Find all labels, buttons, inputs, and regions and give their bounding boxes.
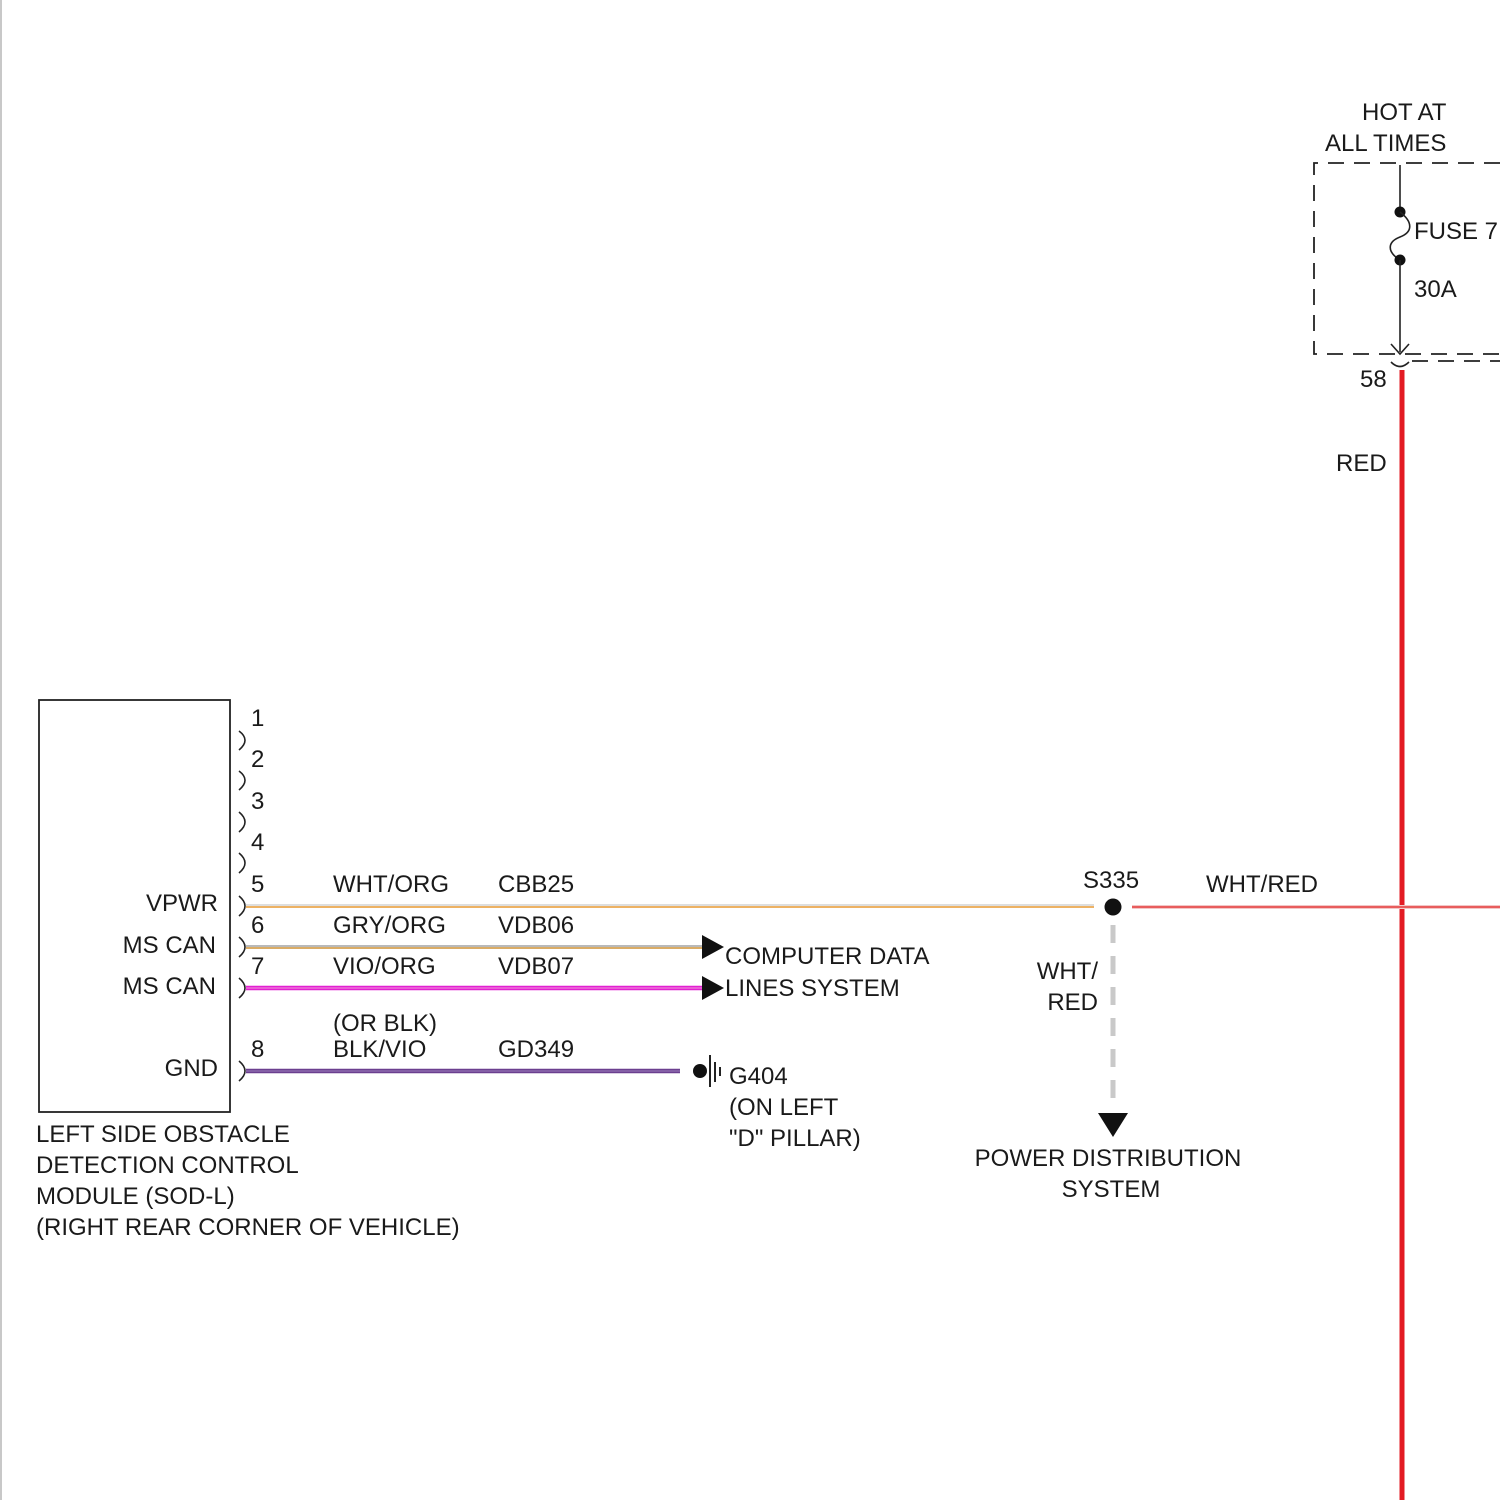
pin-number-8: 8 (251, 1036, 264, 1063)
module-name-line1: LEFT SIDE OBSTACLE (36, 1121, 290, 1148)
splice-dot (1105, 899, 1122, 916)
module-name-line2: DETECTION CONTROL (36, 1152, 299, 1179)
pin-7-bracket (239, 978, 245, 998)
pin-number-3: 3 (251, 788, 264, 815)
pin-8-circuit-id: GD349 (498, 1036, 574, 1063)
pin-function-vpwr: VPWR (146, 890, 218, 917)
pin-function-ms-can-2: MS CAN (123, 973, 216, 1000)
module-name-line3: MODULE (SOD-L) (36, 1183, 235, 1210)
splice-s335: S335 WHT/RED WHT/ RED (1037, 867, 1500, 1137)
pin-function-ms-can-1: MS CAN (123, 932, 216, 959)
pin-1-bracket (239, 731, 245, 750)
pin-4-bracket (239, 853, 245, 873)
power-distribution-line1: POWER DISTRIBUTION (975, 1145, 1242, 1172)
power-distribution-line2: SYSTEM (1062, 1176, 1161, 1203)
pin-5-wire-color: WHT/ORG (333, 871, 449, 898)
pin-7-arrow (702, 976, 724, 1000)
pin-8-wire-alt-color: (OR BLK) (333, 1010, 437, 1037)
pin-6-arrow (702, 935, 724, 959)
pin-7-circuit: VIO/ORG VDB07 (246, 953, 724, 1000)
pin-number-4: 4 (251, 829, 264, 856)
pin-8-circuit: (OR BLK) BLK/VIO GD349 (246, 1010, 680, 1071)
pin-number-1: 1 (251, 705, 264, 732)
pin-8-bracket (239, 1061, 245, 1081)
fuse-box: HOT AT ALL TIMES FUSE 7 30A 58 (1314, 99, 1500, 393)
pin-3-bracket (239, 812, 245, 832)
module-name-line4: (RIGHT REAR CORNER OF VEHICLE) (36, 1214, 460, 1241)
fuse-symbol (1390, 212, 1410, 260)
pin-6-wire-color: GRY/ORG (333, 912, 446, 939)
pin-number-5: 5 (251, 871, 264, 898)
splice-right-wire-color: WHT/RED (1206, 871, 1318, 898)
computer-data-lines-line1: COMPUTER DATA (725, 943, 929, 970)
pin-number-7: 7 (251, 953, 264, 980)
pin-6-circuit: GRY/ORG VDB06 (246, 912, 724, 959)
fuse-output-pin: 58 (1360, 366, 1387, 393)
fuse-box-outline (1314, 163, 1500, 354)
fuse-box-header-line1: HOT AT (1362, 99, 1447, 126)
pin-5-circuit-id: CBB25 (498, 871, 574, 898)
pin-7-circuit-id: VDB07 (498, 953, 574, 980)
fuse-rating: 30A (1414, 276, 1457, 303)
pin-number-6: 6 (251, 912, 264, 939)
ground-id: G404 (729, 1063, 788, 1090)
pin-numbers: 1 2 3 4 5 6 7 8 (251, 705, 264, 1063)
power-distribution-arrow (1098, 1113, 1128, 1137)
pin-5-circuit: WHT/ORG CBB25 (246, 871, 1094, 907)
pin-7-wire-color: VIO/ORG (333, 953, 436, 980)
splice-id: S335 (1083, 867, 1139, 894)
pin-6-circuit-id: VDB06 (498, 912, 574, 939)
fuse-box-header-line2: ALL TIMES (1325, 130, 1446, 157)
connector-58-symbol (1391, 362, 1409, 367)
feed-wire-color-label: RED (1336, 450, 1387, 477)
pin-6-bracket (239, 937, 245, 957)
fuse-label: FUSE 7 (1414, 218, 1498, 245)
computer-data-lines-line2: LINES SYSTEM (725, 975, 900, 1002)
pin-number-2: 2 (251, 746, 264, 773)
ground-terminal-dot (693, 1064, 707, 1078)
splice-down-wire-color-line1: WHT/ (1037, 958, 1099, 985)
pin-5-bracket (239, 896, 245, 916)
pin-8-wire-color: BLK/VIO (333, 1036, 426, 1063)
pin-2-bracket (239, 771, 245, 790)
splice-down-wire-color-line2: RED (1047, 989, 1098, 1016)
connector-brackets (239, 731, 245, 1081)
ground-location-line2: "D" PILLAR) (729, 1125, 861, 1152)
ground-location-line1: (ON LEFT (729, 1094, 839, 1121)
pin-function-gnd: GND (165, 1055, 218, 1082)
ground-g404: G404 (ON LEFT "D" PILLAR) (693, 1055, 861, 1152)
